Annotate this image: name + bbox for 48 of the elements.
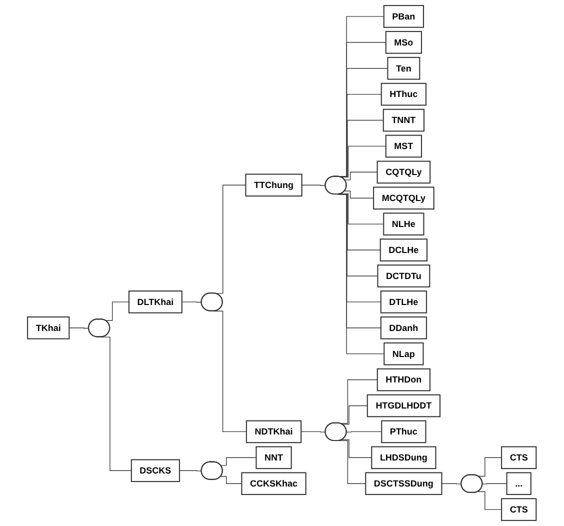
- connector: [68, 328, 90, 329]
- node-box: NLHe: [383, 212, 424, 236]
- connector: [340, 194, 384, 224]
- node-box: TKhai: [27, 316, 70, 340]
- node-box: CQTQLy: [376, 160, 431, 184]
- node-box: HTHDon: [377, 368, 431, 392]
- node-box: MCQTQLy: [373, 186, 434, 210]
- connector: [482, 483, 508, 484]
- connector: [442, 483, 462, 484]
- node-box: PThuc: [381, 420, 426, 444]
- node-box: DSCKS: [131, 459, 180, 482]
- connector: [182, 302, 202, 303]
- connector: [300, 431, 326, 432]
- node-box: CTS: [501, 446, 537, 470]
- connector: [478, 457, 502, 477]
- connector: [302, 184, 326, 186]
- node-box: TNNT: [383, 108, 425, 132]
- node-box: TTChung: [245, 174, 302, 197]
- node-box: MST: [386, 134, 422, 158]
- node-box: NDTKhai: [246, 420, 302, 444]
- connector: [346, 431, 382, 432]
- node-box: DTLHe: [380, 290, 428, 314]
- node-box: CCKSKhac: [241, 472, 306, 496]
- connector: [344, 172, 378, 180]
- node-box: CTS: [501, 498, 537, 521]
- connector: [220, 476, 242, 484]
- node-box: DLTKhai: [128, 290, 183, 314]
- node-box: MSo: [386, 30, 422, 54]
- connector: [342, 405, 368, 425]
- node-box: DCTDTu: [377, 264, 430, 288]
- node-box: ...: [506, 472, 532, 496]
- connector: [220, 457, 257, 466]
- node-box: HTGDLHDDT: [367, 394, 441, 418]
- connector: [105, 302, 130, 321]
- node-box: NNT: [256, 446, 292, 470]
- connector: [344, 190, 374, 198]
- node-box: Ten: [387, 56, 420, 80]
- node-box: PBan: [384, 5, 424, 28]
- node-box: NLap: [384, 342, 424, 366]
- node-box: HThuc: [381, 82, 427, 106]
- node-box: DSCTSSDung: [365, 472, 442, 496]
- connector: [339, 440, 366, 484]
- connector: [478, 491, 502, 510]
- node-box: DDanh: [380, 316, 428, 340]
- node-box: LHDSDung: [371, 446, 436, 470]
- connector: [342, 439, 372, 458]
- node-box: DCLHe: [380, 238, 428, 262]
- connector: [179, 470, 202, 472]
